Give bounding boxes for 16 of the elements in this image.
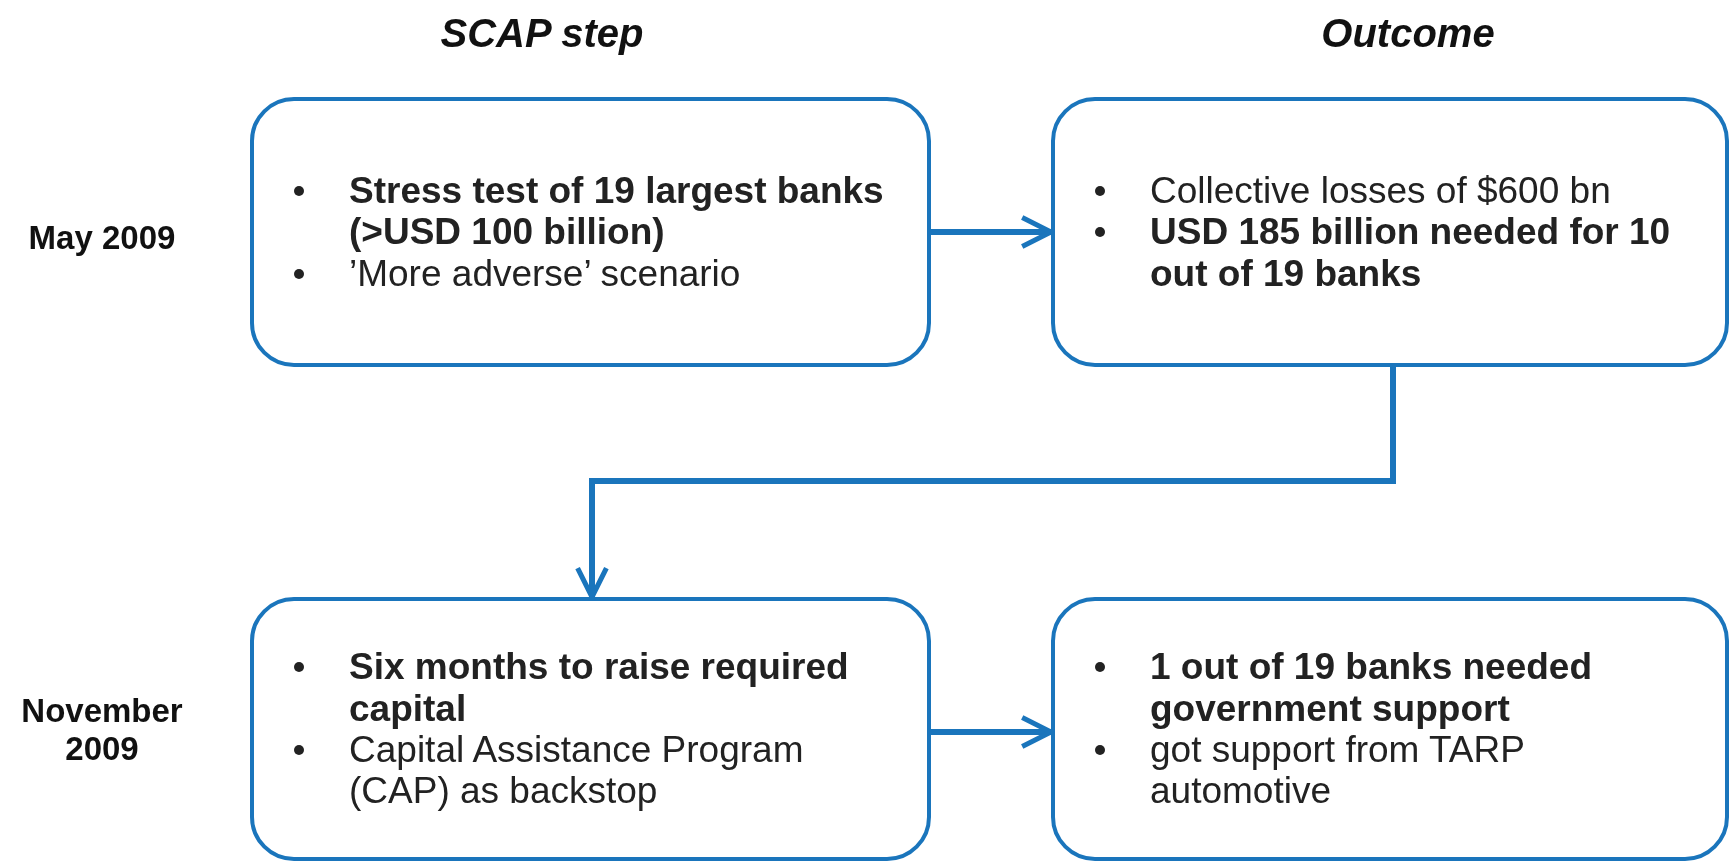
- bullet-text: Stress test of 19 largest banks (>USD 100 billion): [349, 169, 884, 253]
- row-label: May 2009: [27, 219, 177, 257]
- bullet-text: Capital Assistance Program (CAP) as backstop: [349, 729, 805, 812]
- row-label: November 2009: [20, 692, 184, 768]
- rounded-box: [250, 597, 931, 861]
- bullet-text: USD 185 billion needed for 10 out of 19 banks: [1150, 211, 1672, 295]
- bullet-text: got support from TARP automotive: [1150, 729, 1526, 812]
- bullet-text: Collective losses of $600 bn: [1150, 169, 1611, 212]
- bullet-text: ’More adverse’ scenario: [349, 252, 741, 295]
- rounded-box: [250, 97, 931, 367]
- rounded-box: [1051, 597, 1729, 861]
- rounded-box: [1051, 97, 1729, 367]
- arrow: [575, 367, 1396, 600]
- bullet-text: Six months to raise required capital: [349, 646, 850, 729]
- column-heading: Outcome: [1320, 10, 1496, 56]
- column-heading: SCAP step: [439, 10, 645, 56]
